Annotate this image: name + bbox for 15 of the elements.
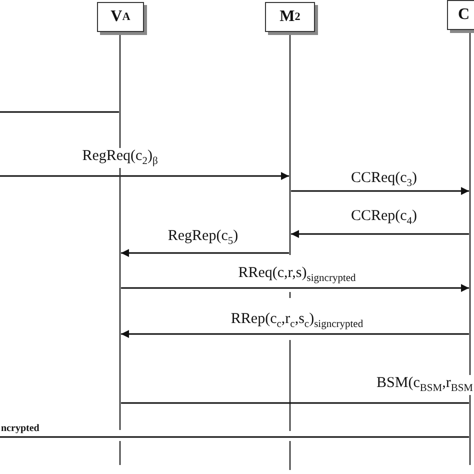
message-arrow	[121, 284, 469, 292]
edge-label: ncrypted	[1, 423, 40, 434]
participant-box: C	[447, 0, 474, 30]
message-arrow	[0, 172, 289, 180]
message-line	[121, 402, 469, 404]
message-arrow	[291, 187, 469, 195]
edge-label: BSM(c$_{BSM}$,r$_{BSM}$	[376, 375, 473, 395]
message-arrow	[121, 249, 289, 257]
message-arrow	[291, 230, 469, 238]
message-line	[0, 111, 119, 113]
message-arrow	[121, 330, 469, 338]
edge-label: RegReq(c$_{2}$)$_{β}$	[82, 148, 158, 168]
message-line	[0, 436, 469, 438]
edge-label: RReq(c,r,s)$_{signcrypted}$	[238, 265, 356, 285]
edge-label: RRep(c$_{c}$,r$_{c}$,s$_{c}$)$_{signcrypted}$	[230, 311, 364, 331]
